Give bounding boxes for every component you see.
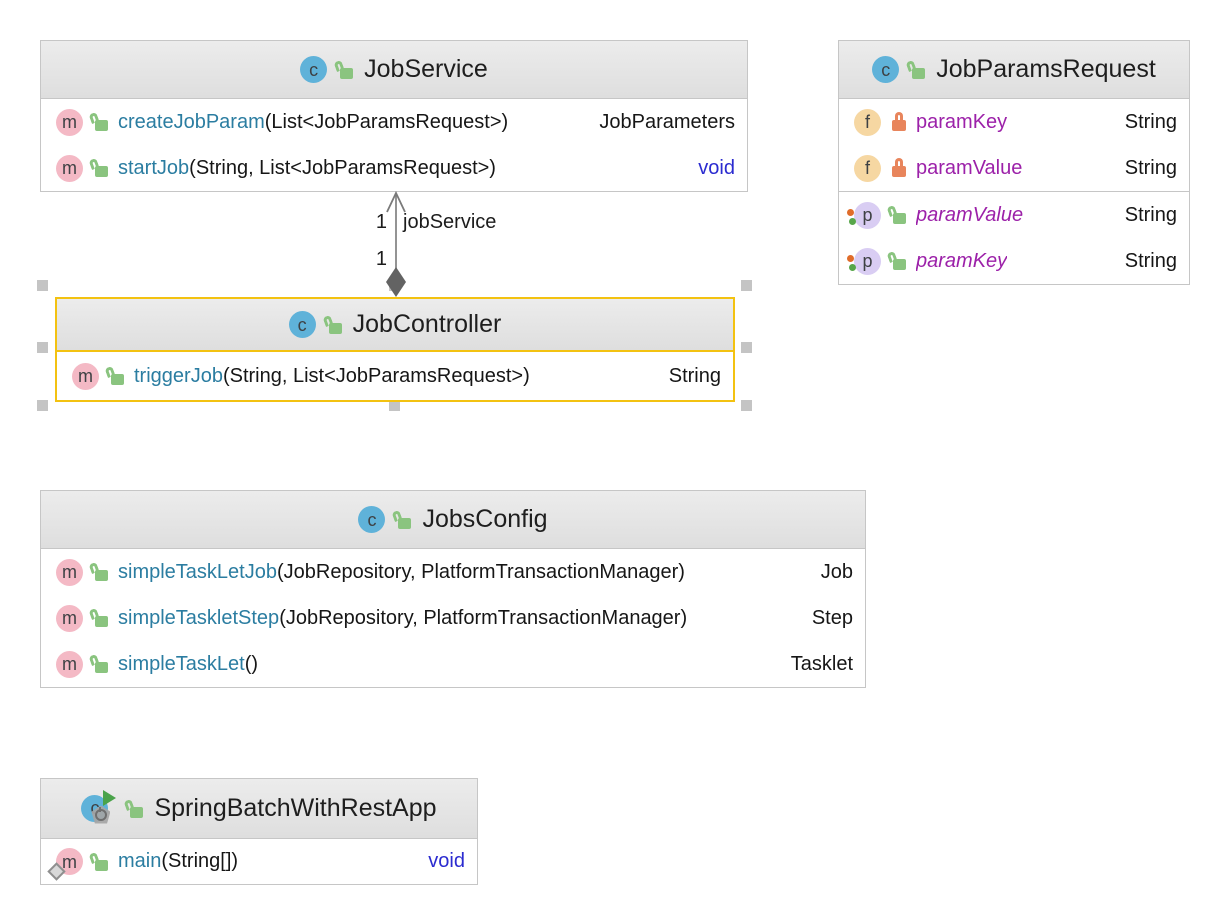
- class-header-jobparamsrequest[interactable]: c JobParamsRequest: [839, 41, 1189, 99]
- method-row-simpletaskletstep[interactable]: m simpleTaskletStep(JobRepository, Platf…: [41, 595, 865, 641]
- public-lock-icon: [92, 654, 109, 674]
- public-lock-icon: [127, 799, 144, 819]
- field-icon: f: [854, 155, 881, 182]
- method-signature: simpleTaskLet(): [118, 653, 258, 676]
- private-lock-icon: [890, 158, 907, 178]
- property-icon: p: [854, 202, 881, 229]
- method-signature: simpleTaskletStep(JobRepository, Platfor…: [118, 607, 687, 630]
- edge-role-name[interactable]: jobService: [403, 211, 496, 234]
- property-icon: p: [854, 248, 881, 275]
- class-header-jobsconfig[interactable]: c JobsConfig: [41, 491, 865, 549]
- class-box-jobparamsrequest[interactable]: c JobParamsRequest f paramKey String f p…: [838, 40, 1190, 285]
- selection-handle-mid-left[interactable]: [37, 342, 48, 353]
- public-lock-icon: [337, 60, 354, 80]
- main-method-icon: m: [56, 848, 83, 875]
- method-icon: m: [56, 559, 83, 586]
- private-lock-icon: [890, 112, 907, 132]
- field-icon: f: [854, 109, 881, 136]
- class-title: JobService: [364, 55, 488, 84]
- method-icon: m: [56, 155, 83, 182]
- return-type: Tasklet: [777, 653, 853, 676]
- public-lock-icon: [92, 852, 109, 872]
- field-name: paramValue: [916, 157, 1022, 180]
- class-icon: c: [300, 56, 327, 83]
- property-row-paramkey[interactable]: p paramKey String: [839, 238, 1189, 284]
- method-row-main[interactable]: m main(String[]) void: [41, 839, 477, 884]
- return-type: String: [655, 365, 721, 388]
- aggregation-edge[interactable]: [379, 191, 413, 298]
- public-lock-icon: [395, 510, 412, 530]
- field-row-paramvalue[interactable]: f paramValue String: [839, 145, 1189, 191]
- class-title: SpringBatchWithRestApp: [154, 794, 436, 823]
- class-title: JobsConfig: [422, 505, 547, 534]
- public-lock-icon: [890, 205, 907, 225]
- public-lock-icon: [92, 608, 109, 628]
- getter-dot-icon: [847, 255, 854, 262]
- property-type: String: [1111, 204, 1177, 227]
- public-lock-icon: [108, 366, 125, 386]
- field-row-paramkey[interactable]: f paramKey String: [839, 99, 1189, 145]
- method-signature: startJob(String, List<JobParamsRequest>): [118, 157, 496, 180]
- selection-handle-bottom-left[interactable]: [37, 400, 48, 411]
- class-icon: c: [289, 311, 316, 338]
- class-header-springbatchwithrestapp[interactable]: c SpringBatchWithRestApp: [41, 779, 477, 839]
- property-row-paramvalue[interactable]: p paramValue String: [839, 192, 1189, 238]
- class-box-jobsconfig[interactable]: c JobsConfig m simpleTaskLetJob(JobRepos…: [40, 490, 866, 688]
- field-name: paramKey: [916, 111, 1007, 134]
- method-signature: main(String[]): [118, 850, 238, 873]
- setter-dot-icon: [849, 218, 856, 225]
- public-lock-icon: [92, 112, 109, 132]
- property-name: paramKey: [916, 250, 1007, 273]
- edge-multiplicity-bottom[interactable]: 1: [347, 248, 387, 271]
- return-type: void: [684, 157, 735, 180]
- runnable-class-icon: c: [81, 792, 117, 826]
- public-lock-icon: [909, 60, 926, 80]
- getter-dot-icon: [847, 209, 854, 216]
- method-signature: simpleTaskLetJob(JobRepository, Platform…: [118, 561, 685, 584]
- selection-handle-mid-right[interactable]: [741, 342, 752, 353]
- class-icon: c: [872, 56, 899, 83]
- public-lock-icon: [92, 158, 109, 178]
- filled-diamond-icon: [386, 267, 406, 297]
- method-signature: triggerJob(String, List<JobParamsRequest…: [134, 365, 530, 388]
- class-title: JobController: [353, 310, 502, 339]
- setter-dot-icon: [849, 264, 856, 271]
- method-row-startjob[interactable]: m startJob(String, List<JobParamsRequest…: [41, 145, 747, 191]
- method-row-triggerjob[interactable]: m triggerJob(String, List<JobParamsReque…: [57, 352, 733, 400]
- public-lock-icon: [326, 315, 343, 335]
- class-header-jobcontroller[interactable]: c JobController: [57, 299, 733, 352]
- class-icon: c: [358, 506, 385, 533]
- selection-handle-top-right[interactable]: [741, 280, 752, 291]
- run-badge-icon: [103, 790, 116, 806]
- method-row-simpletaskletjob[interactable]: m simpleTaskLetJob(JobRepository, Platfo…: [41, 549, 865, 595]
- method-icon: m: [56, 109, 83, 136]
- return-type: Step: [798, 607, 853, 630]
- method-row-createjobparam[interactable]: m createJobParam(List<JobParamsRequest>)…: [41, 99, 747, 145]
- class-box-jobcontroller[interactable]: c JobController m triggerJob(String, Lis…: [55, 297, 735, 402]
- class-box-jobservice[interactable]: c JobService m createJobParam(List<JobPa…: [40, 40, 748, 192]
- return-type: JobParameters: [585, 111, 735, 134]
- return-type: void: [414, 850, 465, 873]
- property-type: String: [1111, 250, 1177, 273]
- return-type: Job: [807, 561, 853, 584]
- method-signature: createJobParam(List<JobParamsRequest>): [118, 111, 508, 134]
- field-type: String: [1111, 157, 1177, 180]
- public-lock-icon: [890, 251, 907, 271]
- class-box-springbatchwithrestapp[interactable]: c SpringBatchWithRestApp m main(String[]…: [40, 778, 478, 885]
- method-icon: m: [56, 651, 83, 678]
- class-title: JobParamsRequest: [936, 55, 1156, 84]
- class-header-jobservice[interactable]: c JobService: [41, 41, 747, 99]
- field-type: String: [1111, 111, 1177, 134]
- method-row-simpletasklet[interactable]: m simpleTaskLet() Tasklet: [41, 641, 865, 687]
- edge-multiplicity-top[interactable]: 1: [347, 211, 387, 234]
- method-icon: m: [72, 363, 99, 390]
- method-icon: m: [56, 605, 83, 632]
- public-lock-icon: [92, 562, 109, 582]
- selection-handle-top-left[interactable]: [37, 280, 48, 291]
- property-name: paramValue: [916, 204, 1023, 227]
- selection-handle-bottom-right[interactable]: [741, 400, 752, 411]
